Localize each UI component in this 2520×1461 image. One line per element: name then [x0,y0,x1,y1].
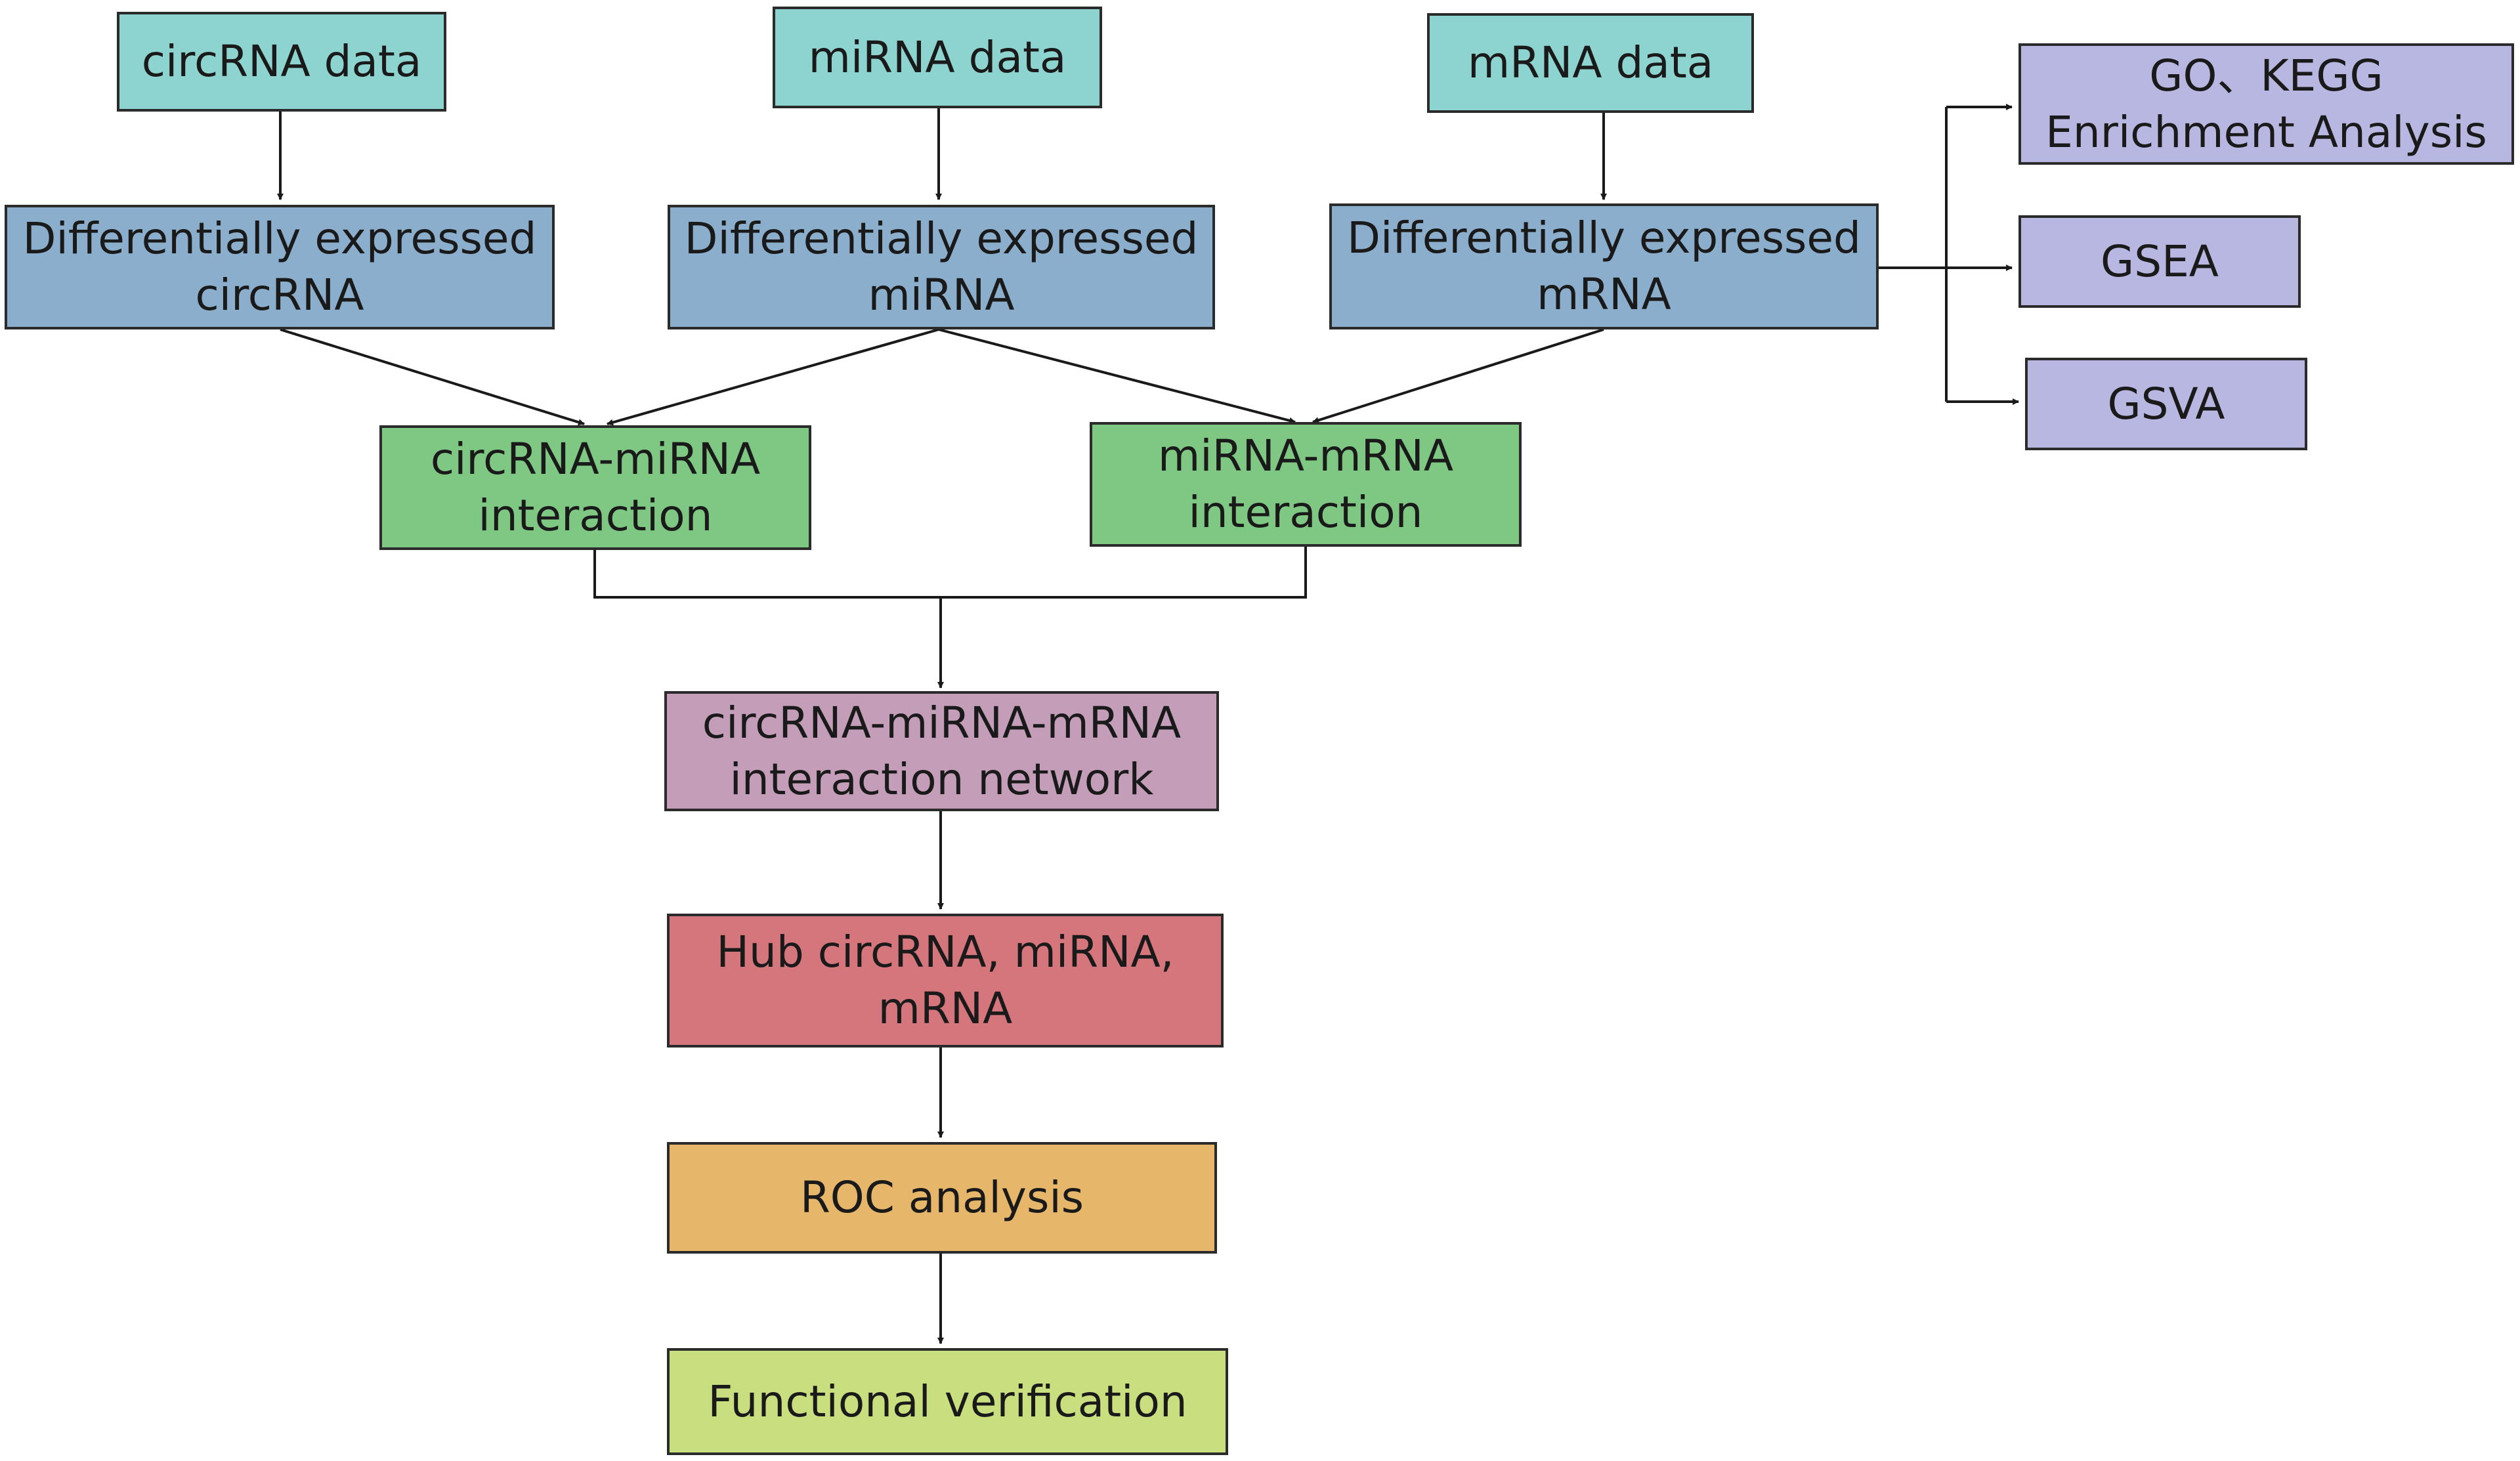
functional-verification-label: Functional verification [708,1376,1187,1427]
circrna-data-label: circRNA data [141,36,422,87]
hub-label: Hub circRNA, miRNA, mRNA [716,927,1174,1034]
de-mirna-box: Differentially expressed miRNA [668,205,1215,329]
arrow-de-mirna-to-circ-mirna [607,328,939,426]
line-interaction-merge [593,547,1307,599]
de-mrna-box: Differentially expressed mRNA [1329,203,1879,329]
arrow-de-mrna-to-mirna-mrna [1312,328,1604,424]
circrna-data-box: circRNA data [117,12,446,112]
mirna-mrna-interaction-box: miRNA-mRNA interaction [1090,422,1522,547]
mirna-data-label: miRNA data [808,32,1067,83]
mirna-data-box: miRNA data [773,7,1102,108]
interaction-network-label: circRNA-miRNA-mRNA interaction network [702,697,1182,805]
mirna-mrna-interaction-label: miRNA-mRNA interaction [1157,431,1454,538]
de-circrna-label: Differentially expressed circRNA [22,213,537,320]
gsea-label: GSEA [2101,236,2219,287]
arrow-de-mirna-to-mirna-mrna [938,328,1296,424]
circrna-mirna-interaction-label: circRNA-miRNA interaction [430,434,761,541]
roc-analysis-box: ROC analysis [667,1142,1217,1254]
gsva-label: GSVA [2107,378,2225,429]
circrna-mirna-interaction-box: circRNA-miRNA interaction [379,425,811,550]
gsea-box: GSEA [2018,215,2301,308]
go-kegg-box: GO、KEGG Enrichment Analysis [2018,43,2514,165]
de-circrna-box: Differentially expressed circRNA [5,205,555,329]
roc-analysis-label: ROC analysis [800,1172,1084,1223]
functional-verification-box: Functional verification [667,1348,1228,1455]
mrna-data-box: mRNA data [1427,13,1754,113]
mrna-data-label: mRNA data [1467,37,1714,88]
interaction-network-box: circRNA-miRNA-mRNA interaction network [664,691,1219,811]
de-mrna-label: Differentially expressed mRNA [1347,213,1861,320]
gsva-box: GSVA [2025,358,2307,450]
go-kegg-label: GO、KEGG Enrichment Analysis [2045,50,2487,158]
hub-box: Hub circRNA, miRNA, mRNA [667,914,1224,1048]
arrow-de-circrna-to-circ-mirna [280,328,585,426]
de-mirna-label: Differentially expressed miRNA [684,213,1199,320]
